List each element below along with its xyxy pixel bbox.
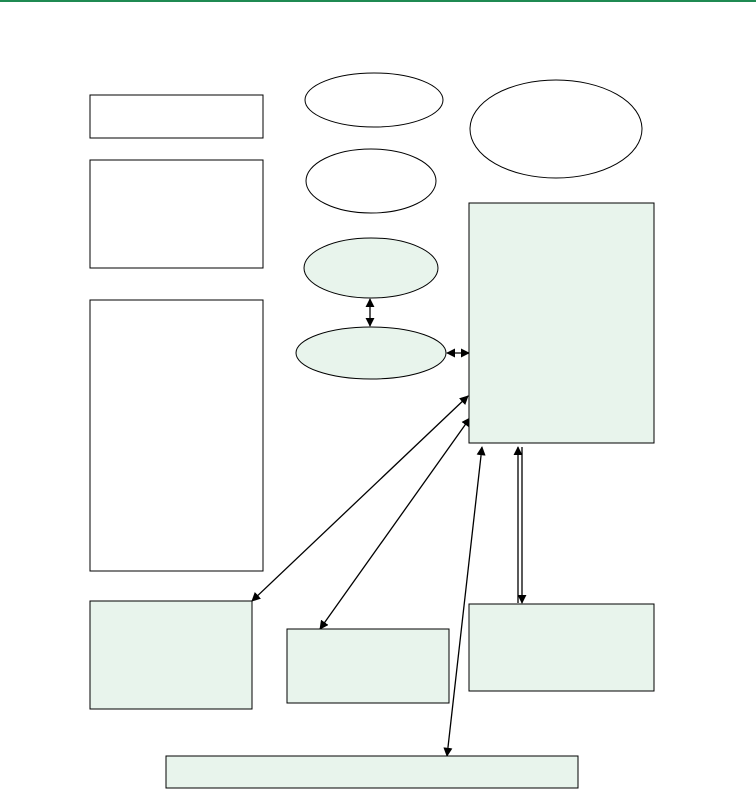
box-bottom-middle [286, 628, 450, 704]
box-right-large [468, 202, 655, 444]
box-bottom-left [89, 600, 253, 710]
box-bottom-wide [165, 755, 579, 789]
ellipse-large [469, 79, 643, 179]
box-bottom-right [468, 603, 655, 692]
box-left-2 [89, 159, 264, 269]
ellipse-1 [304, 72, 444, 128]
ellipse-2 [305, 148, 437, 214]
connector-main-box-bottom-wide [443, 446, 486, 757]
ellipse-3 [303, 237, 439, 299]
connector-main-box-bottom-middle [319, 417, 471, 630]
connector-main-box-bottom-left [251, 395, 469, 602]
connectors [251, 298, 527, 757]
ellipse-4 [295, 326, 447, 380]
nodes [89, 72, 655, 789]
box-top-left [89, 94, 264, 139]
header-rule [0, 0, 756, 2]
box-left-tall [89, 299, 264, 572]
